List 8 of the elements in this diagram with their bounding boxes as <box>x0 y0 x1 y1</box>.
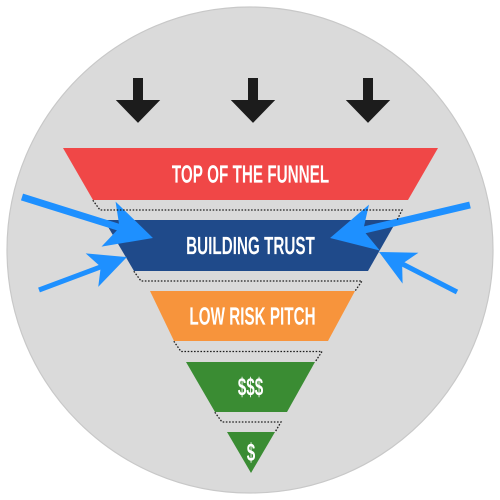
dotted-line <box>173 340 324 362</box>
dotted-line <box>133 270 364 292</box>
dotted-line <box>214 412 282 432</box>
funnel-band: $$$ <box>186 362 315 412</box>
funnel-band: LOW RISK PITCH <box>150 291 355 341</box>
funnel-band: TOP OF THE FUNNEL <box>63 148 438 200</box>
dotted-line <box>92 200 404 220</box>
funnel-triangle: $ <box>227 432 275 473</box>
